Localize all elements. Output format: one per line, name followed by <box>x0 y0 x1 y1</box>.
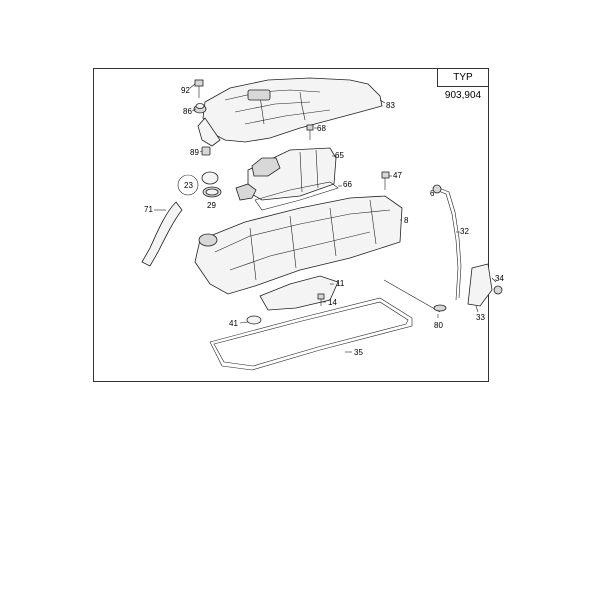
callout-6: 6 <box>430 189 435 198</box>
gasket-35-part <box>209 297 413 371</box>
bolt-14-part <box>317 293 325 306</box>
callout-14: 14 <box>328 298 337 307</box>
callout-41: 41 <box>229 319 238 328</box>
bracket-33-part <box>467 263 493 307</box>
callout-89: 89 <box>190 148 199 157</box>
cylinder-head-cover-8-part <box>194 195 403 295</box>
fitting-6-part <box>235 183 257 201</box>
bolt-34-part <box>493 285 503 295</box>
seal-ring-29-part <box>202 186 222 198</box>
dipstick-tube-32-part <box>432 184 462 301</box>
callout-65: 65 <box>335 151 344 160</box>
grommet-86-part <box>193 103 207 114</box>
engine-cover-part <box>197 77 383 147</box>
callout-66: 66 <box>343 180 352 189</box>
oil-separator-65-part <box>247 147 337 201</box>
callout-11: 11 <box>336 279 345 288</box>
callout-23: 23 <box>184 181 193 190</box>
type-label: TYP 903,904 <box>437 69 488 101</box>
clip-89-part <box>201 146 211 156</box>
callout-92: 92 <box>181 86 190 95</box>
callout-86: 86 <box>183 107 192 116</box>
dipstick-80-part <box>383 279 447 313</box>
diagram-frame <box>93 68 489 382</box>
baffle-11-part <box>259 275 339 311</box>
bolt-47-part <box>381 171 390 190</box>
bolt-92-part <box>194 79 204 98</box>
gasket-66-part <box>254 181 339 211</box>
callout-71: 71 <box>144 205 153 214</box>
callout-80: 80 <box>434 321 443 330</box>
callout-34: 34 <box>495 274 504 283</box>
callout-8: 8 <box>404 216 409 225</box>
callout-33: 33 <box>476 313 485 322</box>
callout-29: 29 <box>207 201 216 210</box>
bolt-68-part <box>306 124 314 140</box>
seal-41-part <box>246 315 262 325</box>
callout-32: 32 <box>460 227 469 236</box>
leader-lines <box>154 83 497 353</box>
callout-35: 35 <box>354 348 363 357</box>
hose-71-part <box>141 201 183 267</box>
callout-83: 83 <box>386 101 395 110</box>
callout-68: 68 <box>317 124 326 133</box>
callout-47: 47 <box>393 171 402 180</box>
filler-cap-23-part <box>177 171 219 196</box>
